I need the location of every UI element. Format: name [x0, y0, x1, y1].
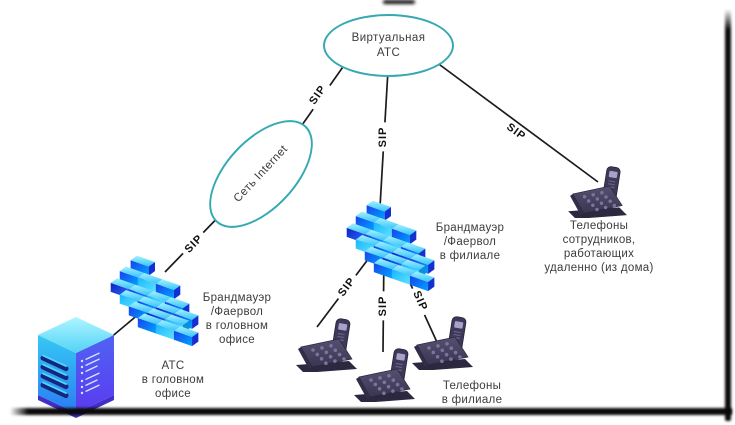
label-line: Брандмауэр [202, 292, 272, 304]
sip-tag-branch-phone2: SIP [377, 291, 389, 321]
phone-icon-remote [567, 165, 628, 218]
firewall-branch-label: Брандмауэр /Фаервол в филиале [428, 221, 512, 263]
label-line: офисе [155, 388, 191, 400]
label-line: сотрудников, [562, 234, 636, 246]
label-line: в филиале [439, 250, 501, 262]
internet-label: Сеть Internet [231, 142, 290, 205]
label-line: офисе [219, 334, 255, 346]
label-line: /Фаервол [210, 306, 264, 318]
virtual-pbx-label-line1: Виртуальная [351, 31, 426, 44]
link-pbx-remote-phone [435, 61, 599, 183]
firewall-head-office-label: Брандмауэр /Фаервол в головном офисе [191, 291, 283, 347]
firewall-icon-branch [344, 197, 438, 293]
sip-tag-pbx-branch: SIP [377, 122, 389, 152]
label-line: в головном [141, 374, 205, 386]
label-line: удаленно (из дома) [544, 262, 654, 274]
label-line: Телефоны [442, 380, 502, 392]
label-line: работающих [563, 248, 635, 260]
virtual-pbx-node: Виртуальная АТС [323, 14, 454, 77]
phones-remote-label: Телефоны сотрудников, работающих удаленн… [536, 219, 662, 275]
pbx-server-icon [30, 314, 122, 418]
label-line: в головном [205, 320, 269, 332]
right-edge-shadow [725, 9, 731, 421]
label-line: /Фаервол [443, 236, 497, 248]
label-line: в филиале [441, 394, 503, 406]
bottom-edge-shadow [10, 408, 732, 415]
phone-icon-branch-3 [411, 315, 474, 370]
virtual-pbx-label-line2: АТС [376, 46, 401, 59]
label-line: Брандмауэр [435, 222, 505, 234]
firewall-icon-head-office [108, 252, 202, 348]
top-edge-shadow [383, 0, 415, 4]
pbx-head-office-label: АТС в головном офисе [128, 359, 218, 401]
label-line: Телефоны [569, 220, 629, 232]
label-line: АТС [161, 360, 185, 372]
phones-branch-label: Телефоны в филиале [428, 379, 516, 407]
